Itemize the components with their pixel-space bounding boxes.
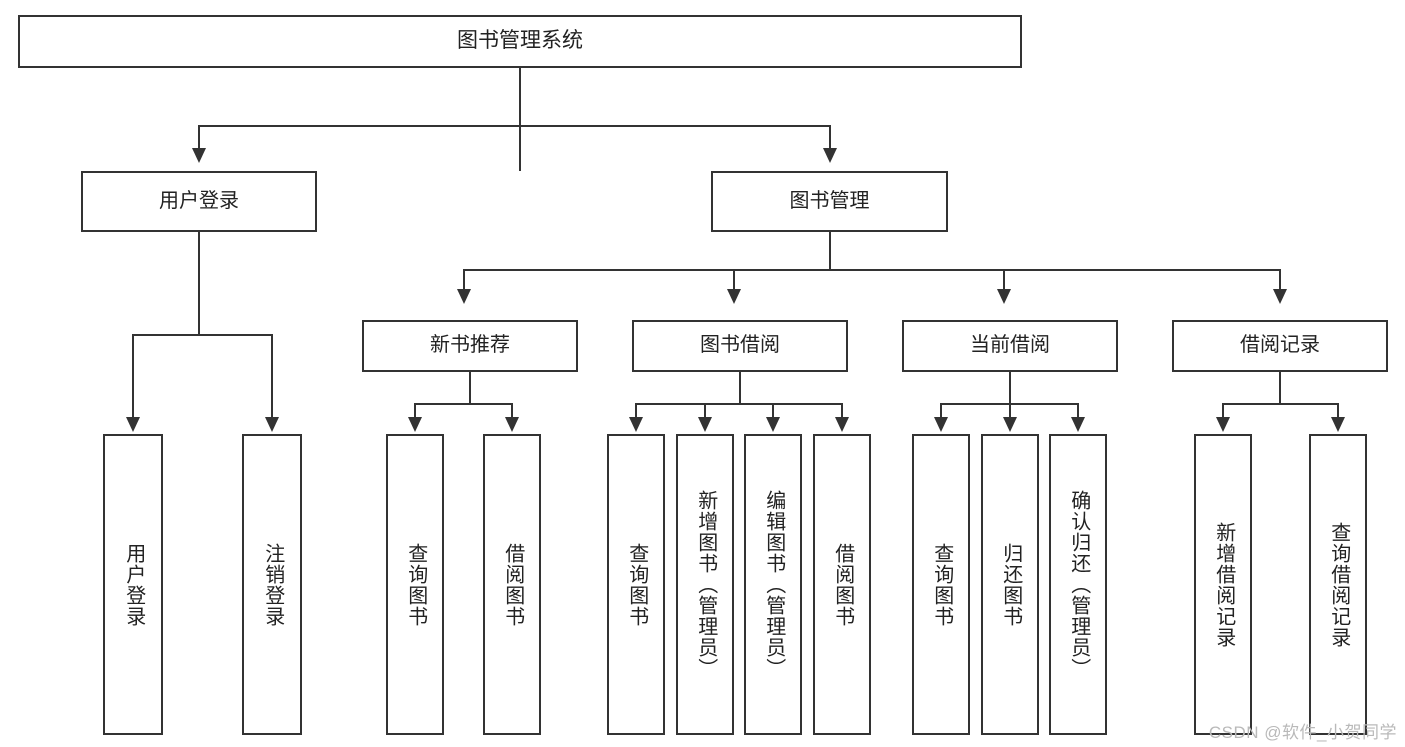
node-user-login[interactable]: 用户登录 bbox=[81, 171, 317, 232]
connector-new-book-drop-2 bbox=[511, 403, 513, 418]
connector-book-borrow-drop-4 bbox=[841, 403, 843, 418]
node-label: 借阅图书 bbox=[501, 542, 524, 627]
node-label: 新增图书（管理员） bbox=[694, 490, 717, 679]
node-label: 用户登录 bbox=[159, 189, 239, 212]
node-label: 编辑图书（管理员） bbox=[762, 490, 785, 679]
leaf-current-borrow-confirm[interactable]: 确认归还（管理员） bbox=[1049, 434, 1107, 735]
connector-borrow-record-bus bbox=[1222, 403, 1339, 405]
connector-book-borrow-bus bbox=[635, 403, 843, 405]
leaf-book-borrow-edit[interactable]: 编辑图书（管理员） bbox=[744, 434, 802, 735]
node-label: 查询图书 bbox=[625, 542, 648, 627]
connector-root-drop-left bbox=[198, 125, 200, 149]
arrowhead-user-login-leaf-1 bbox=[126, 417, 140, 432]
connector-book-manage-bus bbox=[463, 269, 1281, 271]
arrowhead-borrow-record-leaf-2 bbox=[1331, 417, 1345, 432]
connector-root-bus bbox=[198, 125, 831, 127]
connector-current-borrow-drop-3 bbox=[1077, 403, 1079, 418]
node-label: 图书借阅 bbox=[700, 334, 780, 357]
arrowhead-to-book-borrow bbox=[727, 289, 741, 304]
arrowhead-book-borrow-leaf-4 bbox=[835, 417, 849, 432]
node-new-book[interactable]: 新书推荐 bbox=[362, 320, 578, 372]
node-label: 当前借阅 bbox=[970, 334, 1050, 357]
connector-borrow-record-drop-1 bbox=[1222, 403, 1224, 418]
arrowhead-borrow-record-leaf-1 bbox=[1216, 417, 1230, 432]
connector-new-book-stem bbox=[469, 372, 471, 405]
node-borrow-record[interactable]: 借阅记录 bbox=[1172, 320, 1388, 372]
leaf-new-book-query[interactable]: 查询图书 bbox=[386, 434, 444, 735]
arrowhead-current-borrow-leaf-1 bbox=[934, 417, 948, 432]
connector-user-login-drop-2 bbox=[271, 334, 273, 418]
arrowhead-book-borrow-leaf-1 bbox=[629, 417, 643, 432]
arrowhead-book-borrow-leaf-2 bbox=[698, 417, 712, 432]
connector-root-stem bbox=[519, 68, 521, 171]
connector-book-borrow-drop-3 bbox=[772, 403, 774, 418]
node-label: 归还图书 bbox=[999, 542, 1022, 627]
arrowhead-to-book-manage bbox=[823, 148, 837, 163]
node-current-borrow[interactable]: 当前借阅 bbox=[902, 320, 1118, 372]
leaf-new-book-borrow[interactable]: 借阅图书 bbox=[483, 434, 541, 735]
leaf-book-borrow-add[interactable]: 新增图书（管理员） bbox=[676, 434, 734, 735]
arrowhead-book-borrow-leaf-3 bbox=[766, 417, 780, 432]
node-label: 用户登录 bbox=[122, 542, 145, 627]
connector-book-manage-stem bbox=[829, 232, 831, 271]
csdn-watermark: CSDN @软件_小贺同学 bbox=[1208, 723, 1397, 742]
node-label: 图书管理 bbox=[789, 189, 870, 212]
node-label: 新增借阅记录 bbox=[1212, 521, 1235, 648]
connector-book-borrow-drop-2 bbox=[704, 403, 706, 418]
node-book-manage[interactable]: 图书管理 bbox=[711, 171, 948, 232]
connector-borrow-record-stem bbox=[1279, 372, 1281, 405]
node-label: 借阅记录 bbox=[1240, 334, 1320, 357]
connector-book-manage-drop-2 bbox=[733, 269, 735, 290]
arrowhead-to-new-book bbox=[457, 289, 471, 304]
arrowhead-to-borrow-record bbox=[1273, 289, 1287, 304]
arrowhead-to-user-login bbox=[192, 148, 206, 163]
leaf-user-login-login[interactable]: 用户登录 bbox=[103, 434, 163, 735]
leaf-borrow-record-query[interactable]: 查询借阅记录 bbox=[1309, 434, 1367, 735]
leaf-book-borrow-borrow[interactable]: 借阅图书 bbox=[813, 434, 871, 735]
node-label: 查询图书 bbox=[930, 542, 953, 627]
node-book-borrow[interactable]: 图书借阅 bbox=[632, 320, 848, 372]
node-root-system[interactable]: 图书管理系统 bbox=[18, 15, 1022, 68]
connector-current-borrow-drop-2 bbox=[1009, 403, 1011, 418]
arrowhead-current-borrow-leaf-2 bbox=[1003, 417, 1017, 432]
arrowhead-current-borrow-leaf-3 bbox=[1071, 417, 1085, 432]
arrowhead-user-login-leaf-2 bbox=[265, 417, 279, 432]
connector-book-borrow-drop-1 bbox=[635, 403, 637, 418]
node-label: 查询图书 bbox=[404, 542, 427, 627]
connector-current-borrow-stem bbox=[1009, 372, 1011, 405]
connector-book-manage-drop-3 bbox=[1003, 269, 1005, 290]
leaf-current-borrow-return[interactable]: 归还图书 bbox=[981, 434, 1039, 735]
leaf-book-borrow-query[interactable]: 查询图书 bbox=[607, 434, 665, 735]
connector-user-login-drop-1 bbox=[132, 334, 134, 418]
connector-user-login-bus bbox=[132, 334, 272, 336]
connector-new-book-drop-1 bbox=[414, 403, 416, 418]
connector-book-manage-drop-1 bbox=[463, 269, 465, 290]
node-label: 新书推荐 bbox=[430, 334, 510, 357]
connector-borrow-record-drop-2 bbox=[1337, 403, 1339, 418]
node-label: 查询借阅记录 bbox=[1327, 521, 1350, 648]
node-label: 借阅图书 bbox=[831, 542, 854, 627]
connector-current-borrow-drop-1 bbox=[940, 403, 942, 418]
node-label: 注销登录 bbox=[261, 542, 284, 627]
connector-user-login-stem bbox=[198, 232, 200, 335]
arrowhead-to-current-borrow bbox=[997, 289, 1011, 304]
leaf-current-borrow-query[interactable]: 查询图书 bbox=[912, 434, 970, 735]
arrowhead-new-book-leaf-1 bbox=[408, 417, 422, 432]
leaf-user-login-logout[interactable]: 注销登录 bbox=[242, 434, 302, 735]
leaf-borrow-record-add[interactable]: 新增借阅记录 bbox=[1194, 434, 1252, 735]
connector-book-manage-drop-4 bbox=[1279, 269, 1281, 290]
arrowhead-new-book-leaf-2 bbox=[505, 417, 519, 432]
connector-new-book-bus bbox=[414, 403, 513, 405]
connector-book-borrow-stem bbox=[739, 372, 741, 405]
connector-root-drop-right bbox=[829, 125, 831, 149]
node-label: 确认归还（管理员） bbox=[1067, 490, 1090, 679]
node-label: 图书管理系统 bbox=[457, 29, 583, 53]
